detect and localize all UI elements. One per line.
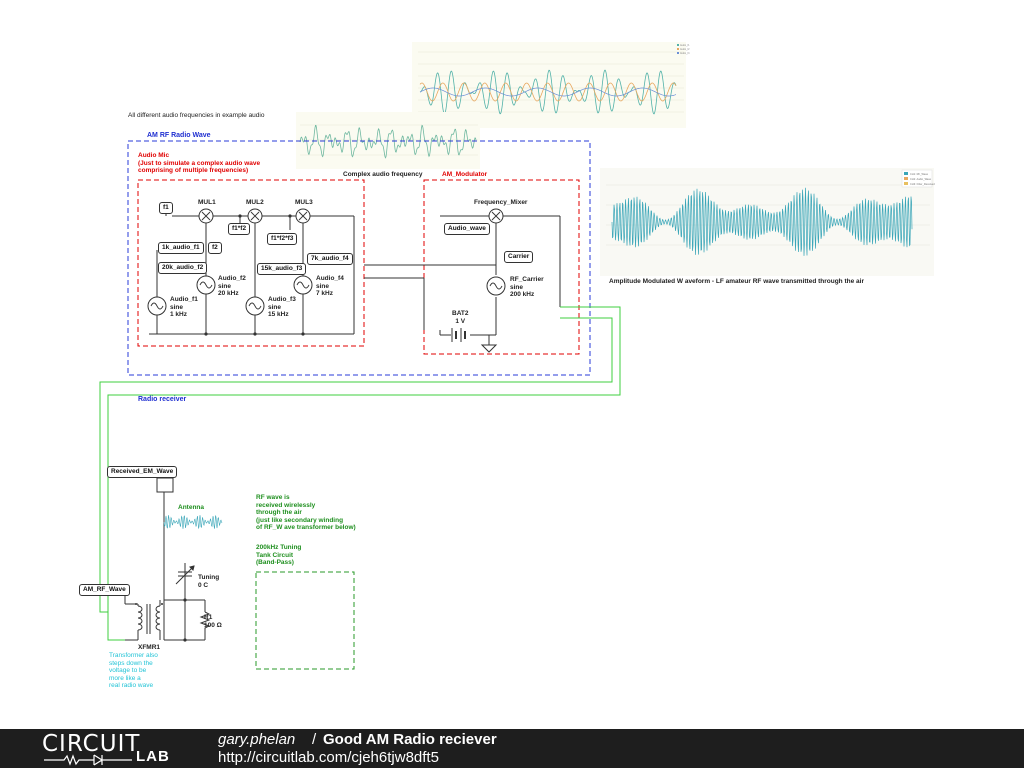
rf-carrier-label: RF_Carrier sine 200 kHz (510, 276, 544, 298)
audio-mic-label: Audio Mic (Just to simulate a complex au… (138, 152, 261, 174)
ground-symbol (480, 344, 498, 353)
circuit-title: Good AM Radio reciever (323, 731, 497, 748)
tag-f1f2f3[interactable]: f1*f2*f3 (267, 233, 298, 245)
top-legend-3: Audio_f4 (680, 52, 690, 55)
am-chart-legend (901, 169, 933, 188)
circuitlab-logo-lab: LAB (136, 748, 170, 765)
am-modulator-label: AM_Modulator (442, 171, 488, 178)
am-waveform-caption: Amplitude Modulated W aveform - LF amate… (609, 278, 864, 285)
tuning-label: Tuning 0 C (198, 574, 220, 589)
logo-circuit-icon (44, 754, 132, 766)
tag-audio-wave[interactable]: Audio_wave (444, 223, 490, 235)
am-rf-wave-label: AM RF Radio Wave (147, 132, 211, 139)
tag-15k-audio-f3[interactable]: 15k_audio_f3 (257, 263, 307, 275)
mul3-label: MUL3 (295, 199, 313, 206)
audio-f2-label: Audio_f2 sine 20 kHz (218, 275, 246, 297)
tag-received-em-wave[interactable]: Received_EM_Wave (107, 466, 178, 478)
title-separator: / (312, 731, 317, 748)
am-legend-2: CH2: Audio_Wave (910, 177, 932, 181)
tag-20k-audio-f2[interactable]: 20k_audio_f2 (158, 262, 208, 274)
top-legend-1: Audio_f1 (680, 44, 690, 47)
xfmr1-transformer[interactable] (137, 600, 161, 640)
radio-receiver-label: Radio receiver (138, 396, 187, 403)
tag-7k-audio-f4[interactable]: 7k_audio_f4 (307, 253, 353, 265)
tag-1k-audio-f1[interactable]: 1k_audio_f1 (158, 242, 204, 254)
am-rf-wave-box (127, 140, 591, 376)
am-modulator-box (423, 179, 580, 355)
author-link[interactable]: gary.phelan (218, 731, 296, 748)
frequency-mixer-label: Frequency_Mixer (474, 199, 528, 206)
audio-mic-box (137, 179, 365, 347)
antenna-waveform (163, 514, 223, 530)
mul2-label: MUL2 (246, 199, 264, 206)
transformer-note: Transformer also steps down the voltage … (109, 652, 158, 689)
xfmr1-label: XFMR1 (138, 644, 161, 651)
top-chart-legend: Audio_f1 Audio_f2 Audio_f4 (677, 44, 690, 55)
antenna-label: Antenna (178, 504, 204, 511)
schematic-wires (124, 210, 561, 641)
audio-f1-label: Audio_f1 sine 1 kHz (170, 296, 198, 318)
complex-audio-series (299, 124, 477, 159)
circuitlab-logo[interactable]: CIRCUIT (42, 731, 141, 757)
tag-am-rf-wave[interactable]: AM_RF_Wave (79, 584, 130, 596)
top-chart-series-orange (419, 82, 677, 102)
top-legend-2: Audio_f2 (680, 48, 690, 51)
am-waveform-chart (600, 168, 934, 276)
tag-f2[interactable]: f2 (208, 242, 222, 254)
top-chart-series-blue (419, 87, 677, 97)
antenna-terminal[interactable] (156, 477, 174, 493)
r1-resistor[interactable] (199, 611, 211, 630)
footer-bar (0, 729, 1024, 768)
tuning-capacitor[interactable] (175, 563, 195, 585)
audio-frequencies-note: All different audio frequencies in examp… (128, 112, 265, 119)
top-chart-series-teal (419, 69, 677, 115)
r1-label: R1 100 Ω (204, 614, 222, 629)
am-waveform-series (611, 187, 913, 256)
audio-f3-label: Audio_f3 sine 15 kHz (268, 296, 296, 318)
bat2-label: BAT2 1 V (452, 310, 469, 325)
complex-audio-label: Complex audio frequency (343, 171, 423, 178)
bat2-battery[interactable] (451, 328, 466, 342)
am-legend-1: CH1: RF_Wave (910, 172, 929, 176)
tag-carrier[interactable]: Carrier (504, 251, 534, 263)
rf-received-note: RF wave is received wirelessly through t… (256, 494, 356, 531)
am-legend-3: CH3: Filter_Received (910, 182, 935, 186)
mul1-label: MUL1 (198, 199, 216, 206)
circuit-url[interactable]: http://circuitlab.com/cjeh6tjw8dft5 (218, 749, 439, 766)
tank-circuit-note: 200kHz Tuning Tank Circuit (Band-Pass) (256, 544, 302, 566)
tag-f1f2[interactable]: f1*f2 (228, 223, 251, 235)
audio-f4-label: Audio_f4 sine 7 kHz (316, 275, 344, 297)
green-radio-link (99, 306, 621, 641)
tag-f1[interactable]: f1 (159, 202, 173, 214)
tank-circuit-box (255, 571, 355, 670)
